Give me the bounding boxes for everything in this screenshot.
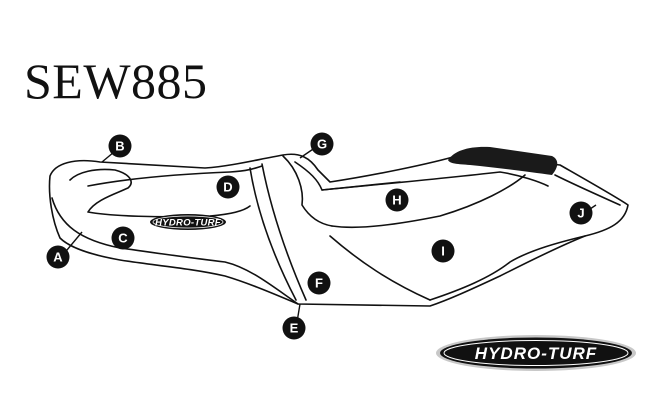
part-number-title: SEW885	[24, 53, 208, 109]
marker-i: I	[431, 239, 455, 263]
marker-c: C	[111, 226, 135, 250]
marker-j-label: J	[577, 206, 584, 221]
seat-logo-badge: HYDRO-TURF	[150, 214, 226, 230]
marker-h: H	[385, 188, 409, 212]
leader-lines	[61, 142, 597, 329]
part-markers: A B C D E F G	[46, 132, 593, 340]
seat-outline	[48, 153, 629, 307]
marker-e-label: E	[290, 321, 299, 336]
marker-h-label: H	[392, 193, 401, 208]
marker-g: G	[310, 132, 334, 156]
marker-i-label: I	[441, 244, 445, 259]
brand-logo-text: HYDRO-TURF	[475, 344, 597, 363]
marker-b-label: B	[115, 139, 124, 154]
marker-a-label: A	[53, 250, 63, 265]
marker-c-label: C	[118, 231, 128, 246]
brand-logo: HYDRO-TURF	[436, 335, 636, 371]
marker-d-label: D	[223, 180, 232, 195]
marker-f: F	[307, 271, 331, 295]
marker-b: B	[108, 134, 132, 158]
marker-d: D	[216, 175, 240, 199]
dark-grab-panel	[448, 146, 558, 175]
marker-g-label: G	[317, 137, 327, 152]
marker-e: E	[282, 316, 306, 340]
marker-j: J	[569, 201, 593, 225]
marker-f-label: F	[315, 276, 323, 291]
marker-a: A	[46, 245, 70, 269]
seat-logo-text: HYDRO-TURF	[155, 218, 221, 229]
